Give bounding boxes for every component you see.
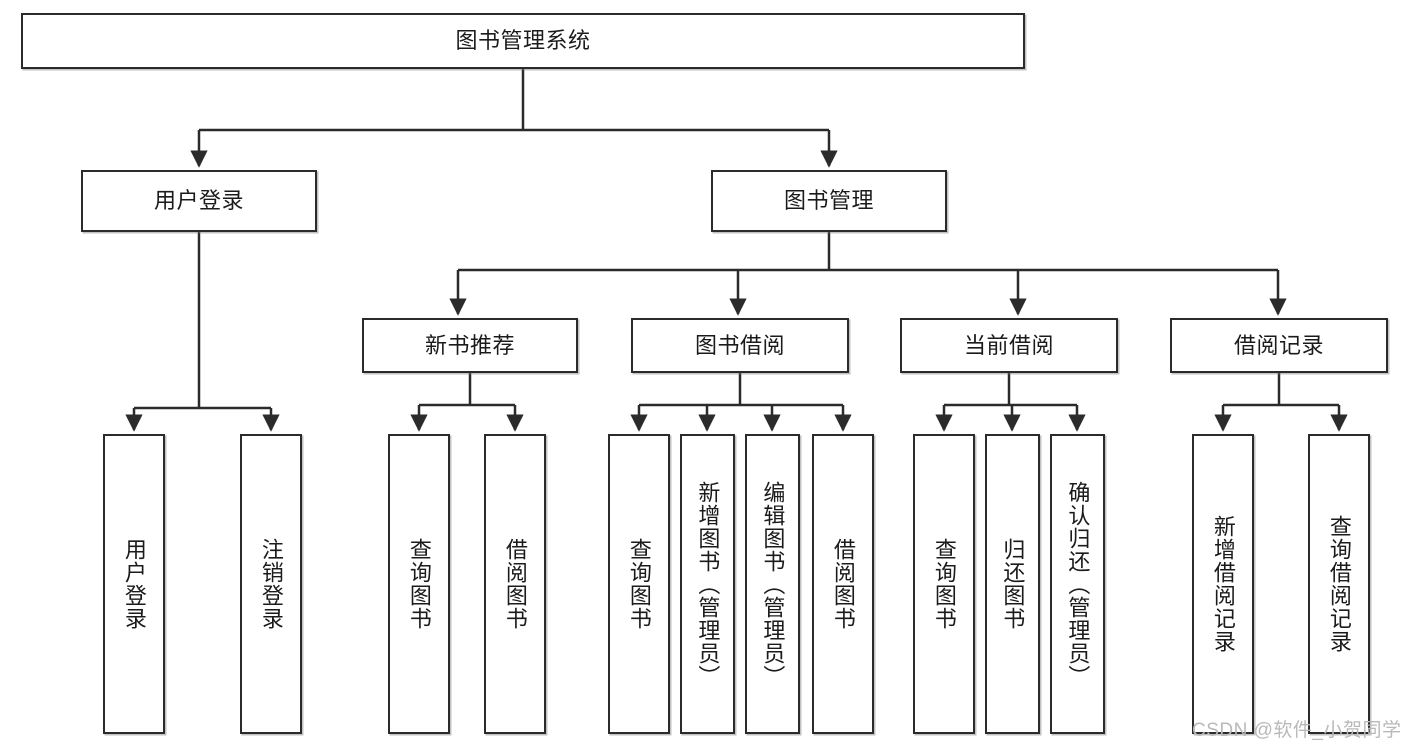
node-leaf-add-borrow-record[interactable]: 新增借阅记录 <box>1192 434 1254 734</box>
edge-group-new-book-rec <box>410 373 524 432</box>
node-leaf-query-book-rec-label: 查询图书 <box>406 538 432 630</box>
edge-group-book-manage <box>449 232 1287 316</box>
node-leaf-borrow-book-rec[interactable]: 借阅图书 <box>484 434 546 734</box>
node-current-borrow[interactable]: 当前借阅 <box>900 318 1118 373</box>
node-leaf-add-borrow-record-label: 新增借阅记录 <box>1210 515 1236 653</box>
node-leaf-query-borrow-record[interactable]: 查询借阅记录 <box>1308 434 1370 734</box>
node-leaf-edit-book-admin-label: 编辑图书（管理员） <box>760 480 786 688</box>
node-leaf-add-book-admin[interactable]: 新增图书（管理员） <box>680 434 735 734</box>
node-leaf-edit-book-admin[interactable]: 编辑图书（管理员） <box>745 434 800 734</box>
node-new-book-rec-label: 新书推荐 <box>424 332 515 358</box>
node-leaf-confirm-return-admin-label: 确认归还（管理员） <box>1065 480 1091 688</box>
edge-group-current-borrow <box>935 373 1086 432</box>
node-leaf-add-book-admin-label: 新增图书（管理员） <box>695 480 721 688</box>
node-leaf-query-borrow-record-label: 查询借阅记录 <box>1326 515 1352 653</box>
node-leaf-borrow-book-label: 借阅图书 <box>830 538 856 630</box>
node-leaf-user-logout[interactable]: 注销登录 <box>240 434 302 734</box>
node-leaf-query-book[interactable]: 查询图书 <box>608 434 670 734</box>
node-book-manage[interactable]: 图书管理 <box>711 170 947 232</box>
edge-group-user-login <box>125 232 280 432</box>
node-user-login[interactable]: 用户登录 <box>81 170 317 232</box>
node-current-borrow-label: 当前借阅 <box>963 332 1054 358</box>
node-leaf-query-book-rec[interactable]: 查询图书 <box>388 434 450 734</box>
node-leaf-query-book-label: 查询图书 <box>626 538 652 630</box>
node-leaf-return-book-label: 归还图书 <box>1000 538 1026 630</box>
node-leaf-query-book-cur-label: 查询图书 <box>931 538 957 630</box>
node-leaf-user-login[interactable]: 用户登录 <box>103 434 165 734</box>
node-borrow-record-label: 借阅记录 <box>1233 332 1324 358</box>
node-borrow-record[interactable]: 借阅记录 <box>1170 318 1388 373</box>
node-book-manage-label: 图书管理 <box>783 188 874 214</box>
node-book-borrow[interactable]: 图书借阅 <box>631 318 849 373</box>
node-user-login-label: 用户登录 <box>153 188 244 214</box>
node-leaf-user-logout-label: 注销登录 <box>258 538 284 630</box>
node-leaf-borrow-book-rec-label: 借阅图书 <box>502 538 528 630</box>
node-leaf-confirm-return-admin[interactable]: 确认归还（管理员） <box>1050 434 1105 734</box>
node-leaf-user-login-label: 用户登录 <box>121 538 147 630</box>
edge-group-root <box>190 69 838 168</box>
node-new-book-rec[interactable]: 新书推荐 <box>362 318 578 373</box>
node-root-label: 图书管理系统 <box>455 28 591 54</box>
node-leaf-query-book-cur[interactable]: 查询图书 <box>913 434 975 734</box>
node-leaf-borrow-book[interactable]: 借阅图书 <box>812 434 874 734</box>
csdn-watermark: CSDN @软件_小贺同学 <box>1192 720 1402 741</box>
edge-group-book-borrow <box>630 373 852 432</box>
node-root[interactable]: 图书管理系统 <box>21 13 1025 69</box>
node-book-borrow-label: 图书借阅 <box>694 332 785 358</box>
edge-group-borrow-record <box>1214 373 1348 432</box>
node-leaf-return-book[interactable]: 归还图书 <box>985 434 1040 734</box>
